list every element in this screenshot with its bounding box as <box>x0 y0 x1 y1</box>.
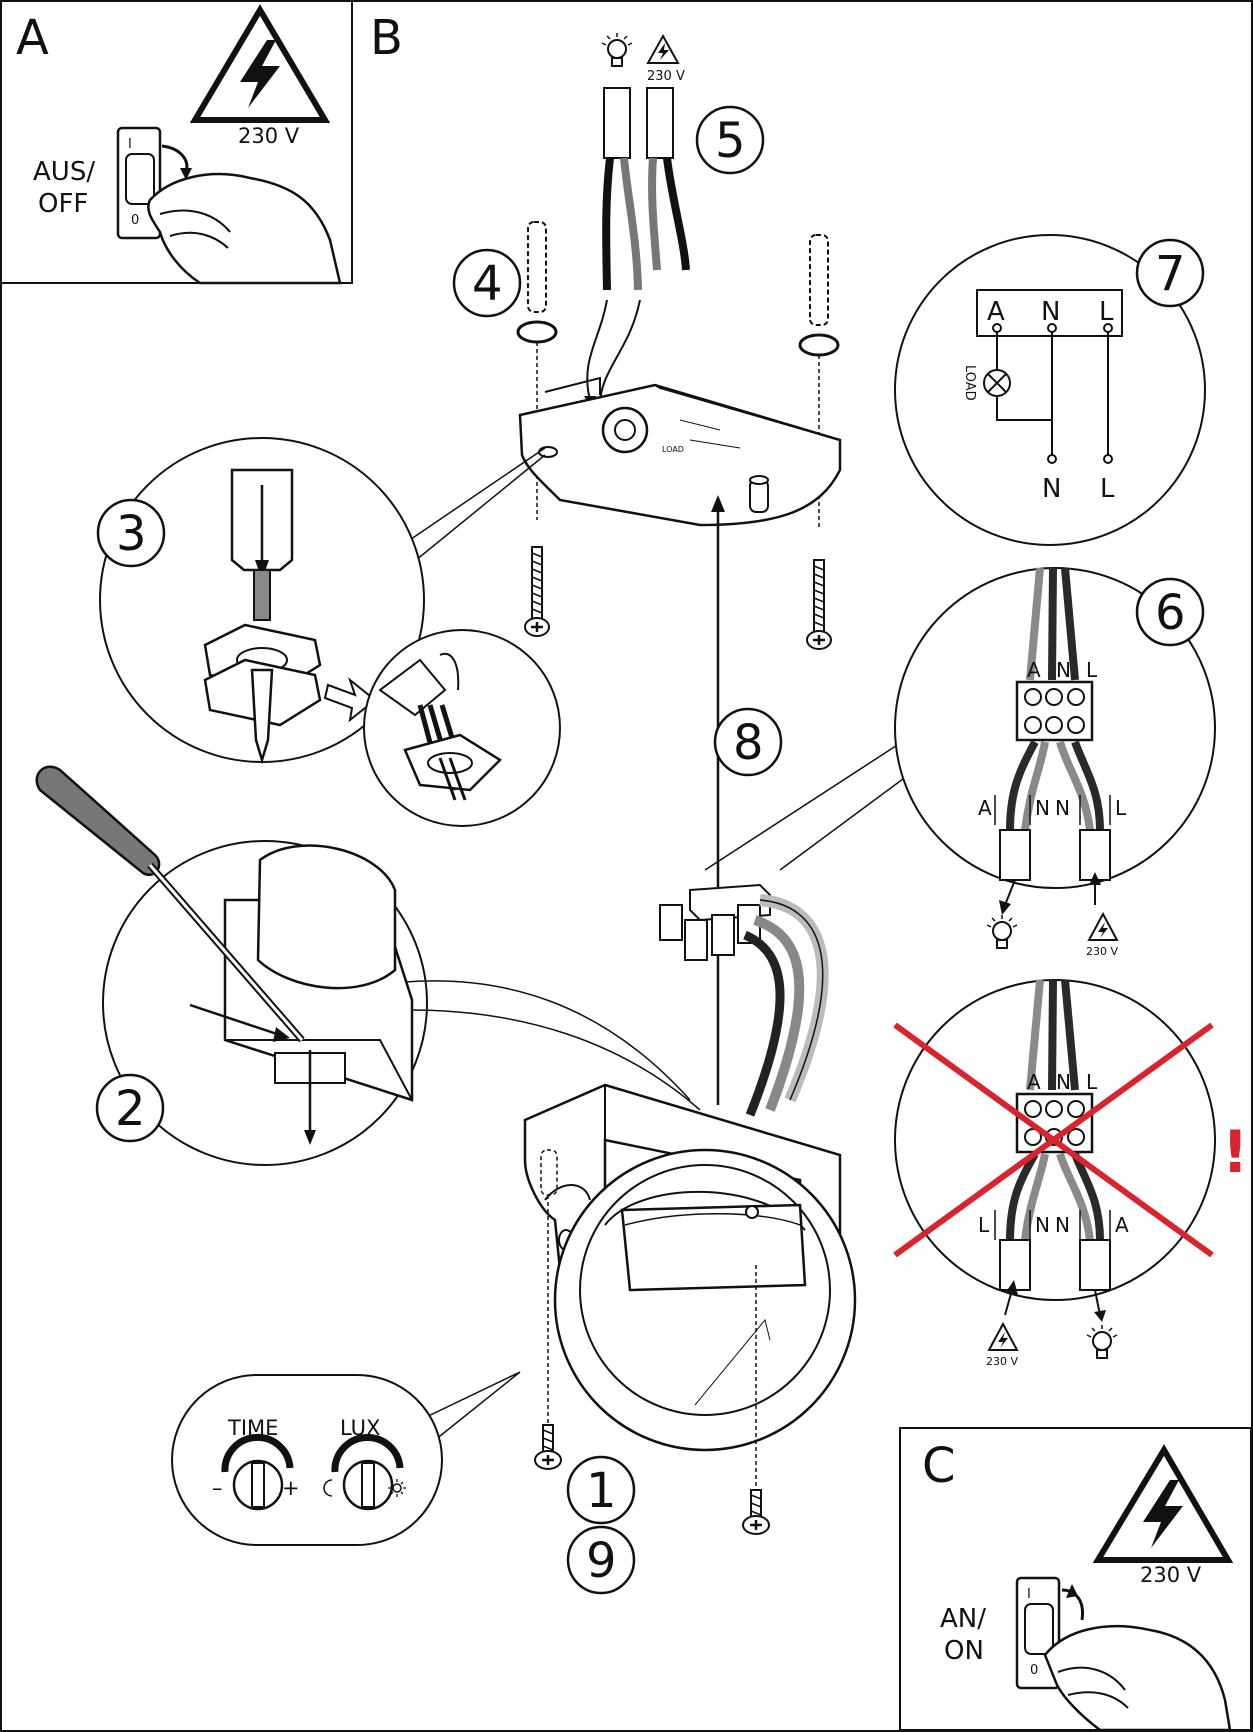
screwdriver-icon <box>35 765 305 1043</box>
step5-supply-cables: 230 V <box>584 32 690 414</box>
switch-on-mark: I <box>1027 1587 1031 1602</box>
step2-detail <box>102 840 701 1166</box>
schematic-load-label: LOAD <box>962 365 977 401</box>
terminal-block <box>659 883 829 1117</box>
red-cross-line-2 <box>893 1022 1214 1258</box>
step6-term-n: N <box>1056 658 1071 682</box>
adjustment-knobs: TIME LUX – + <box>171 1371 521 1546</box>
lux-knob[interactable] <box>323 1434 406 1511</box>
housing-load-label: LOAD <box>662 445 684 454</box>
panel-b-letter: B <box>370 10 403 66</box>
motion-sensor <box>523 1083 857 1495</box>
panel-a-off-label-1: AUS/ <box>33 157 95 187</box>
schematic-terminal-n: N <box>1041 297 1060 327</box>
svg-text:5: 5 <box>715 113 746 169</box>
svg-text:9: 9 <box>586 1533 617 1589</box>
panel-c-voltage: 230 V <box>1140 1563 1202 1587</box>
high-voltage-icon <box>1092 1444 1234 1563</box>
step-badge-4: 4 <box>452 248 522 318</box>
switch-off-mark: 0 <box>131 213 139 228</box>
svg-text:3: 3 <box>116 506 147 562</box>
panel-c-on-label-1: AN/ <box>940 1604 986 1634</box>
step3-detail <box>99 437 546 765</box>
step6-wire-n1: N <box>1035 796 1050 820</box>
screw-lower-right <box>742 1489 770 1535</box>
sun-icon <box>388 1479 406 1497</box>
time-minus: – <box>212 1476 223 1500</box>
step-badge-5: 5 <box>695 105 765 175</box>
wrong-wiring-example: A N L L N N A 230 V ! <box>893 979 1248 1368</box>
step-badge-7: 7 <box>1155 246 1186 302</box>
step6-term-a: A <box>1027 658 1041 682</box>
wrong-term-n: N <box>1056 1070 1071 1094</box>
schematic-terminal-a: A <box>987 297 1005 327</box>
panel-c: C 230 V AN/ ON I 0 <box>899 1427 1252 1732</box>
time-plus: + <box>282 1476 300 1500</box>
step6-voltage: 230 V <box>1086 945 1118 958</box>
wrong-wire-n1: N <box>1035 1213 1050 1237</box>
panel-a-letter: A <box>16 10 49 66</box>
step4-wall-plugs <box>516 221 840 530</box>
mounting-base: LOAD <box>518 376 842 527</box>
screw-right <box>805 558 833 651</box>
switch-on-mark: I <box>128 137 132 152</box>
wrong-term-l: L <box>1086 1070 1098 1094</box>
step-badge-3: 3 <box>96 498 166 568</box>
svg-text:4: 4 <box>472 256 503 312</box>
schematic-terminal-l: L <box>1099 297 1114 327</box>
step-badge-8: 8 <box>713 707 783 777</box>
time-knob[interactable]: – + <box>212 1434 300 1511</box>
schematic-supply-n: N <box>1042 474 1061 504</box>
screw-left <box>523 545 551 638</box>
panel-c-on-label-2: ON <box>944 1636 984 1666</box>
step6-wire-n2: N <box>1055 796 1070 820</box>
step3-inset-circle <box>363 629 561 827</box>
wrong-term-a: A <box>1027 1070 1041 1094</box>
step6-correct-wiring: A N L A N N L 230 V 6 <box>894 567 1216 958</box>
step6-wire-a: A <box>978 796 992 820</box>
wrong-voltage: 230 V <box>986 1355 1018 1368</box>
step-badge-2: 2 <box>95 1073 165 1143</box>
hand-icon <box>147 172 342 285</box>
panel-a-voltage: 230 V <box>238 124 300 148</box>
hand-icon <box>1043 1624 1232 1732</box>
step-badge-9: 9 <box>566 1525 636 1595</box>
panel-c-letter: C <box>922 1438 956 1494</box>
schematic-supply-l: L <box>1100 474 1115 504</box>
step6-term-l: L <box>1086 658 1098 682</box>
switch-off-mark: 0 <box>1030 1663 1038 1678</box>
warning-exclamation: ! <box>1222 1118 1248 1186</box>
wrong-wire-n2: N <box>1055 1213 1070 1237</box>
step8-arrow <box>711 495 725 1105</box>
svg-text:2: 2 <box>115 1081 146 1137</box>
wrong-wire-a: A <box>1115 1213 1129 1237</box>
svg-text:1: 1 <box>586 1463 617 1519</box>
panel-a-off-label-2: OFF <box>38 189 88 219</box>
moon-icon <box>323 1479 333 1497</box>
step-badge-6: 6 <box>1155 585 1186 641</box>
wrong-wire-l: L <box>978 1213 990 1237</box>
svg-text:8: 8 <box>733 715 764 771</box>
step5-voltage: 230 V <box>647 69 685 84</box>
step-badge-1: 1 <box>566 1455 636 1525</box>
high-voltage-icon <box>189 4 331 123</box>
panel-a: A 230 V AUS/ OFF I 0 <box>0 0 353 285</box>
step7-wiring-schematic: A N L LOAD N L 7 <box>894 234 1206 546</box>
step6-wire-l: L <box>1115 796 1127 820</box>
screw-lower-left <box>534 1424 562 1470</box>
